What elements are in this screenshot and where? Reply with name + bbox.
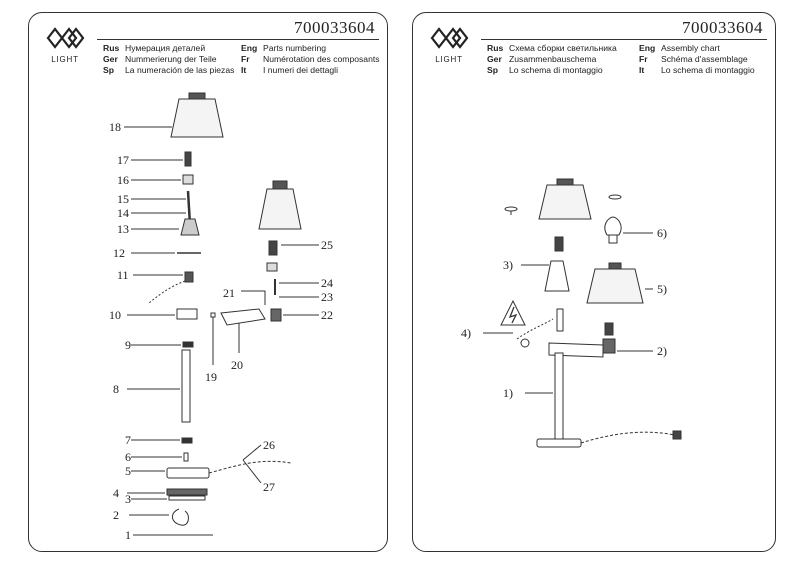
part-number: 11 — [117, 268, 129, 282]
part-number: 5 — [125, 464, 131, 478]
part-number: 2 — [113, 508, 119, 522]
part-number: 16 — [117, 173, 129, 187]
part-number: 15 — [117, 192, 129, 206]
header-rule — [97, 39, 379, 40]
product-code: 700033604 — [682, 18, 763, 37]
part-number: 4 — [113, 486, 119, 500]
header-rule — [481, 39, 767, 40]
part-number: 12 — [113, 246, 125, 260]
part-number: 26 — [263, 438, 275, 452]
part-number: 25 — [321, 238, 333, 252]
step-number: 2) — [657, 344, 667, 358]
brand-logo: LIGHT — [41, 25, 89, 64]
part-number: 22 — [321, 308, 333, 322]
mw-logo-icon — [430, 27, 469, 49]
part-number: 9 — [125, 338, 131, 352]
step-number: 4) — [461, 326, 471, 340]
step-number: 5) — [657, 282, 667, 296]
mw-logo-icon — [46, 27, 85, 49]
assembly-diagram: 6) 3) 5) 4) 2) 1) — [461, 178, 682, 448]
part-number: 23 — [321, 290, 333, 304]
logo-text: LIGHT — [51, 55, 79, 64]
part-number: 10 — [109, 308, 121, 322]
logo-text: LIGHT — [435, 55, 463, 64]
part-number: 6 — [125, 450, 131, 464]
part-number: 1 — [125, 528, 131, 542]
step-number: 6) — [657, 226, 667, 240]
part-number: 18 — [109, 120, 121, 134]
part-number: 27 — [263, 480, 275, 494]
step-number: 1) — [503, 386, 513, 400]
step-number: 3) — [503, 258, 513, 272]
part-number: 20 — [231, 358, 243, 372]
part-number: 3 — [125, 492, 131, 506]
part-number: 7 — [125, 433, 131, 447]
exploded-parts-diagram: 18 17 16 15 14 13 12 11 10 9 8 7 6 5 4 3… — [109, 92, 333, 542]
part-number: 24 — [321, 276, 333, 290]
brand-logo: LIGHT — [425, 25, 473, 64]
part-number: 8 — [113, 382, 119, 396]
part-number: 17 — [117, 153, 129, 167]
part-number: 19 — [205, 370, 217, 384]
part-number: 14 — [117, 206, 129, 220]
part-number: 21 — [223, 286, 235, 300]
product-code: 700033604 — [294, 18, 375, 37]
part-number: 13 — [117, 222, 129, 236]
